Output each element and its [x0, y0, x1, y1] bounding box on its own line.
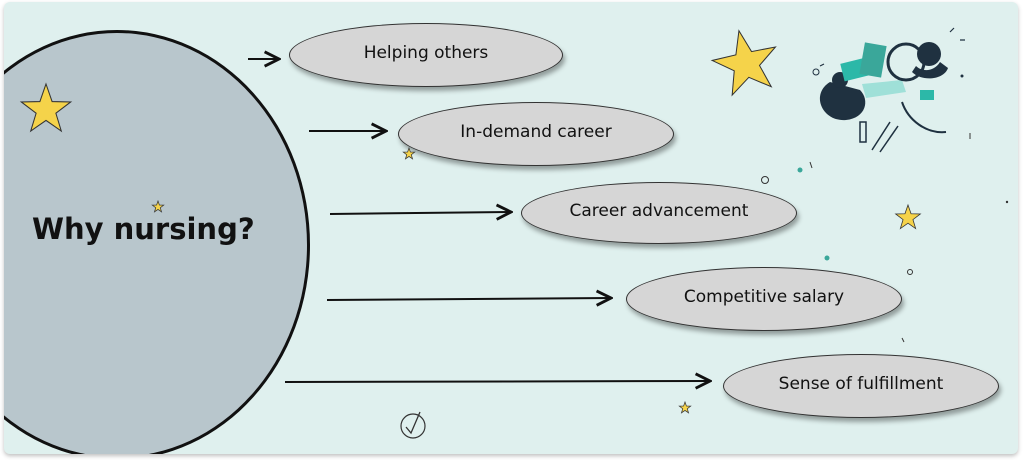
decor-tick — [809, 161, 813, 169]
star-icon — [710, 29, 777, 97]
reason-label: Sense of fulfillment — [778, 374, 944, 394]
star-icon — [402, 146, 416, 160]
reason-competitive-salary: Competitive salary — [626, 267, 902, 331]
reason-in-demand-career: In-demand career — [398, 102, 674, 166]
reason-sense-of-fulfillment: Sense of fulfillment — [723, 354, 999, 418]
arrow-3 — [329, 212, 511, 214]
arrow-4 — [326, 298, 611, 300]
reason-helping-others: Helping others — [289, 23, 563, 87]
decor-dot — [797, 167, 803, 173]
reason-label: Competitive salary — [683, 287, 845, 307]
diagram-title: Why nursing? — [32, 212, 255, 246]
diagram-card: Why nursing? Helping others In-demand ca… — [4, 2, 1018, 454]
star-icon — [678, 400, 692, 414]
checkmark-icon — [400, 411, 426, 439]
decor-dot — [907, 269, 913, 275]
reason-label: In-demand career — [460, 122, 612, 142]
reason-label: Career advancement — [569, 201, 749, 221]
people-illustration — [812, 27, 965, 153]
star-icon — [19, 82, 73, 133]
star-icon — [894, 203, 922, 230]
decor-dot — [824, 255, 830, 261]
star-icon — [151, 199, 165, 213]
decorations-layer — [19, 27, 1009, 439]
reason-label: Helping others — [363, 43, 489, 63]
decor-tick — [901, 337, 905, 343]
decor-dot — [1005, 200, 1009, 204]
reason-career-advancement: Career advancement — [521, 182, 797, 244]
central-circle — [4, 30, 310, 454]
decor-dot — [761, 176, 769, 184]
arrow-5 — [284, 381, 710, 382]
